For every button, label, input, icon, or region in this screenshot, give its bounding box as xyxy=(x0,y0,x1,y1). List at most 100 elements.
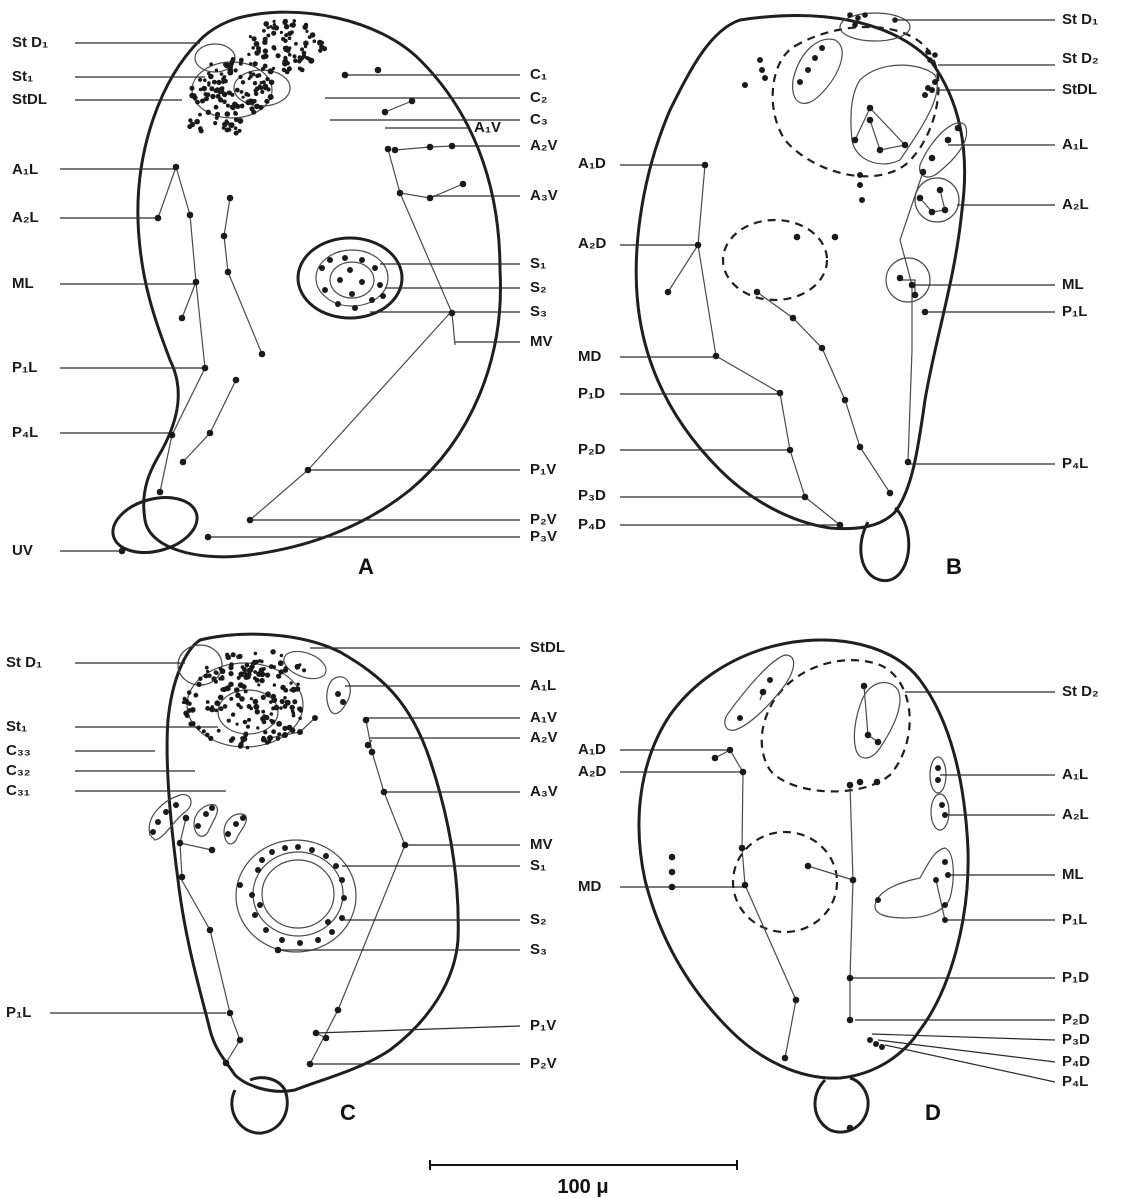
panel-c-granule xyxy=(247,668,253,674)
panel-a-label-a2v: A₂V xyxy=(530,137,558,154)
panel-a-granule xyxy=(262,40,267,45)
panel-a-label-c2: C₂ xyxy=(530,89,548,106)
panel-b-label-std1: St D₁ xyxy=(1062,11,1098,28)
panel-c-granule xyxy=(202,729,206,733)
panel-c-granule xyxy=(299,709,303,713)
panel-a-granule xyxy=(251,110,256,115)
panel-a-granule xyxy=(273,20,276,23)
panel-c-granule xyxy=(260,660,264,664)
panel-d-std2-dashed-field xyxy=(762,660,910,791)
panel-a-granule xyxy=(207,84,210,87)
panel-c-label-p2v: P₂V xyxy=(530,1055,557,1072)
panel-b-kinety-lines xyxy=(668,108,945,525)
panel-a-granule xyxy=(204,96,209,101)
panel-a-granule xyxy=(215,69,218,72)
panel-a-granule xyxy=(276,53,281,58)
panel-c-granule xyxy=(243,720,248,725)
panel-a: St D₁ St₁ StDL A₁L A₂L ML P₁L P₄L UV C₁ … xyxy=(12,12,558,579)
panel-b-label-md: MD xyxy=(578,348,601,365)
panel-a-granule xyxy=(262,80,266,84)
panel-a-granule xyxy=(268,94,274,100)
panel-c-granule xyxy=(271,694,276,699)
panel-d-label-p1l: P₁L xyxy=(1062,911,1087,928)
panel-d-label-p3d: P₃D xyxy=(1062,1031,1090,1048)
panel-c-granule xyxy=(279,706,283,710)
panel-c-label-std1: St D₁ xyxy=(6,654,42,671)
panel-a-granule xyxy=(262,29,266,33)
panel-c-granule xyxy=(290,728,296,734)
panel-c-granule xyxy=(245,663,250,668)
panel-c-label-p1v: P₁V xyxy=(530,1017,556,1034)
panel-c-granule xyxy=(231,736,236,741)
panel-a-kinety-lines xyxy=(158,101,463,520)
panel-c-granule xyxy=(229,697,233,701)
panel-a-granule xyxy=(223,75,227,79)
panel-c-granule xyxy=(219,667,222,670)
panel-a-silverline-dots xyxy=(119,67,467,555)
panel-c-kinety-lines xyxy=(180,718,405,1064)
panel-c-granule xyxy=(253,670,257,674)
panel-a-granule xyxy=(318,48,322,52)
panel-c-granule xyxy=(188,722,193,727)
panel-c-granule xyxy=(244,732,248,736)
panel-c-granule xyxy=(284,666,288,670)
panel-a-granule xyxy=(313,39,317,43)
panel-c-granule xyxy=(246,746,250,750)
panel-b-label-p3d: P₃D xyxy=(578,487,606,504)
panel-c-granule xyxy=(198,677,202,681)
panel-a-granule xyxy=(266,34,270,38)
panel-c-stdl-field xyxy=(280,646,330,684)
panel-c-leader-lines xyxy=(50,648,520,1064)
panel-c-granule xyxy=(253,676,257,680)
panel-c-granule xyxy=(239,696,245,702)
panel-c-granule xyxy=(206,670,209,673)
panel-a-granule xyxy=(206,110,211,115)
panel-c-granule xyxy=(187,690,192,695)
panel-b-std1-lateral-field xyxy=(793,39,843,103)
panel-a-granule xyxy=(210,94,215,99)
panel-a-granule xyxy=(280,31,283,34)
panel-c-granule xyxy=(238,744,243,749)
panel-c-granule xyxy=(237,676,241,680)
panel-c-granule xyxy=(247,718,251,722)
panel-a-label-stdl: StDL xyxy=(12,91,47,108)
panel-b-label-p4d: P₄D xyxy=(578,516,606,533)
panel-a-granule xyxy=(300,47,304,51)
panel-d: A₁D A₂D MD St D₂ A₁L A₂L ML P₁L P₁D P₂D … xyxy=(578,640,1099,1132)
panel-d-label-ml: ML xyxy=(1062,866,1084,883)
panel-c-granule xyxy=(243,671,246,674)
panel-c-label-c31: C₃₁ xyxy=(6,782,30,799)
panel-d-label-p1d: P₁D xyxy=(1062,969,1089,986)
panel-c-granule xyxy=(254,652,258,656)
panel-a-granule xyxy=(196,121,200,125)
panel-c-granule xyxy=(289,681,292,684)
panel-a-granule xyxy=(209,62,213,66)
panel-c-label-s2: S₂ xyxy=(530,911,547,928)
panel-a-granule xyxy=(198,78,202,82)
panel-a-granule xyxy=(249,35,252,38)
panel-a-granule xyxy=(240,90,244,94)
panel-a-label-p1v: P₁V xyxy=(530,461,556,478)
panel-a-granule xyxy=(237,129,241,133)
panel-b-md-dashed-field xyxy=(723,220,827,300)
panel-c-granule xyxy=(206,700,210,704)
panel-c-granule xyxy=(283,704,288,709)
scale-bar-label: 100 μ xyxy=(557,1176,608,1198)
panel-a-granule xyxy=(269,80,275,86)
panel-c-granule xyxy=(229,662,234,667)
panel-c-label-stdl: StDL xyxy=(530,639,565,656)
panel-a-granule xyxy=(216,80,221,85)
panel-c-granule xyxy=(290,705,295,710)
panel-c-label-a1l: A₁L xyxy=(530,677,556,694)
panel-c-granule xyxy=(285,700,288,703)
panel-a-granule xyxy=(304,45,307,48)
panel-a-granule xyxy=(214,105,219,110)
panel-c-granule xyxy=(276,674,281,679)
panel-a-granule xyxy=(260,90,264,94)
panel-d-label-a1l: A₁L xyxy=(1062,766,1088,783)
panel-a-granule xyxy=(282,61,288,67)
panel-a-label-uv: UV xyxy=(12,542,33,559)
panel-c-granule xyxy=(197,726,201,730)
panel-c-granule xyxy=(207,674,211,678)
panel-a-label-p1l: P₁L xyxy=(12,359,37,376)
